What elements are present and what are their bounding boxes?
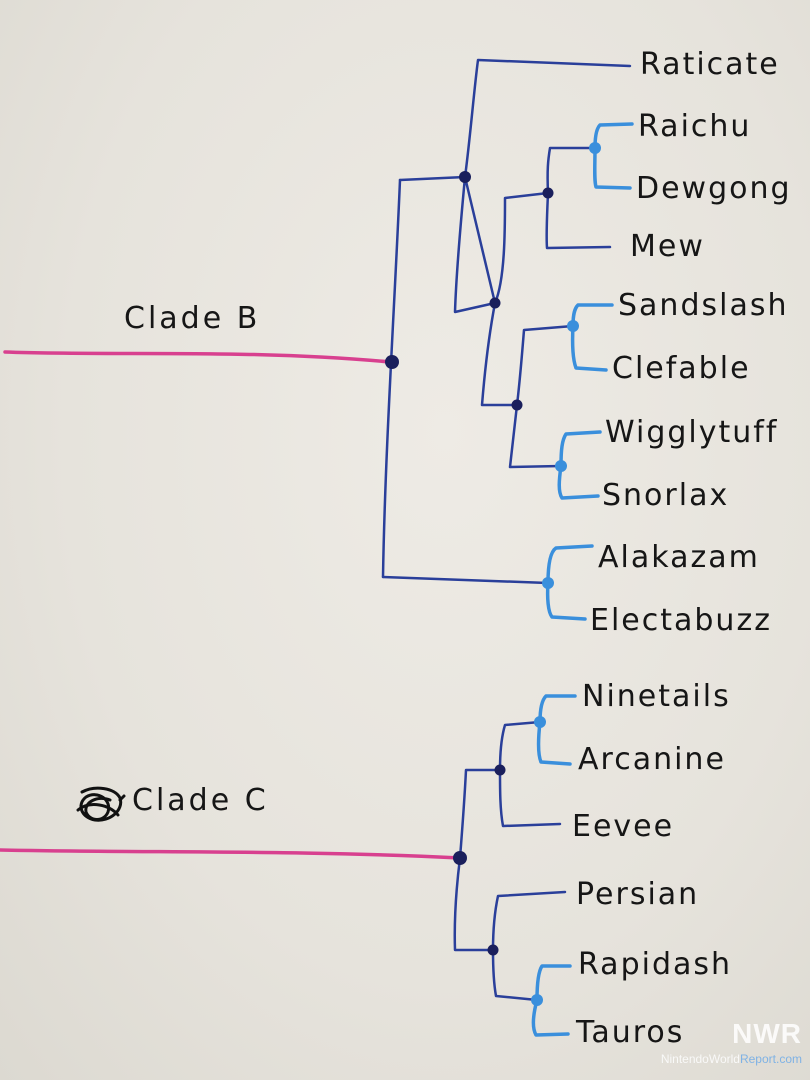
leaf-label: Clefable [612, 351, 751, 386]
clade-c-tips [531, 694, 577, 1037]
node [489, 297, 501, 309]
clade-b-label: Clade B [124, 301, 261, 336]
tree-nodes [385, 142, 601, 1006]
node [567, 320, 579, 332]
node [531, 994, 543, 1006]
node [555, 460, 567, 472]
leaf-label: Raticate [640, 47, 780, 82]
clade-b-stem [3, 350, 392, 364]
clade-c-stem [0, 848, 462, 860]
watermark-site-suffix: Report.com [739, 1052, 802, 1066]
nwr-logo: NWR [732, 1018, 802, 1049]
clade-c-label: Clade C [132, 783, 269, 818]
node [542, 577, 554, 589]
node [487, 944, 499, 956]
leaf-label: Snorlax [602, 478, 730, 513]
leaf-label: Wigglytuff [605, 415, 779, 450]
leaf-label: Sandslash [618, 288, 789, 323]
leaf-label: Electabuzz [590, 603, 772, 638]
watermark-site-prefix: NintendoWorld [660, 1052, 740, 1066]
node [542, 187, 554, 199]
clade-c-branches [453, 720, 567, 1002]
node [385, 355, 399, 369]
leaf-label: Arcanine [578, 742, 726, 777]
leaf-label: Persian [576, 877, 700, 912]
leaf-label: Rapidash [578, 947, 733, 982]
node [511, 399, 523, 411]
node [453, 851, 467, 865]
leaf-label: Dewgong [636, 171, 792, 206]
scribble-mark [76, 786, 126, 822]
watermark-site: NintendoWorldReport.com [661, 1052, 802, 1066]
leaf-label: Eevee [572, 809, 675, 844]
node [589, 142, 601, 154]
leaf-label: Alakazam [598, 540, 760, 575]
leaf-label: Raichu [638, 109, 752, 144]
leaf-label: Tauros [576, 1015, 685, 1050]
watermark: NWR NintendoWorldReport.com [661, 1018, 802, 1067]
clade-b-branches [381, 58, 632, 585]
node [534, 716, 546, 728]
leaf-label: Mew [630, 229, 705, 264]
node [459, 171, 471, 183]
leaf-label: Ninetails [582, 679, 731, 714]
node [494, 764, 506, 776]
